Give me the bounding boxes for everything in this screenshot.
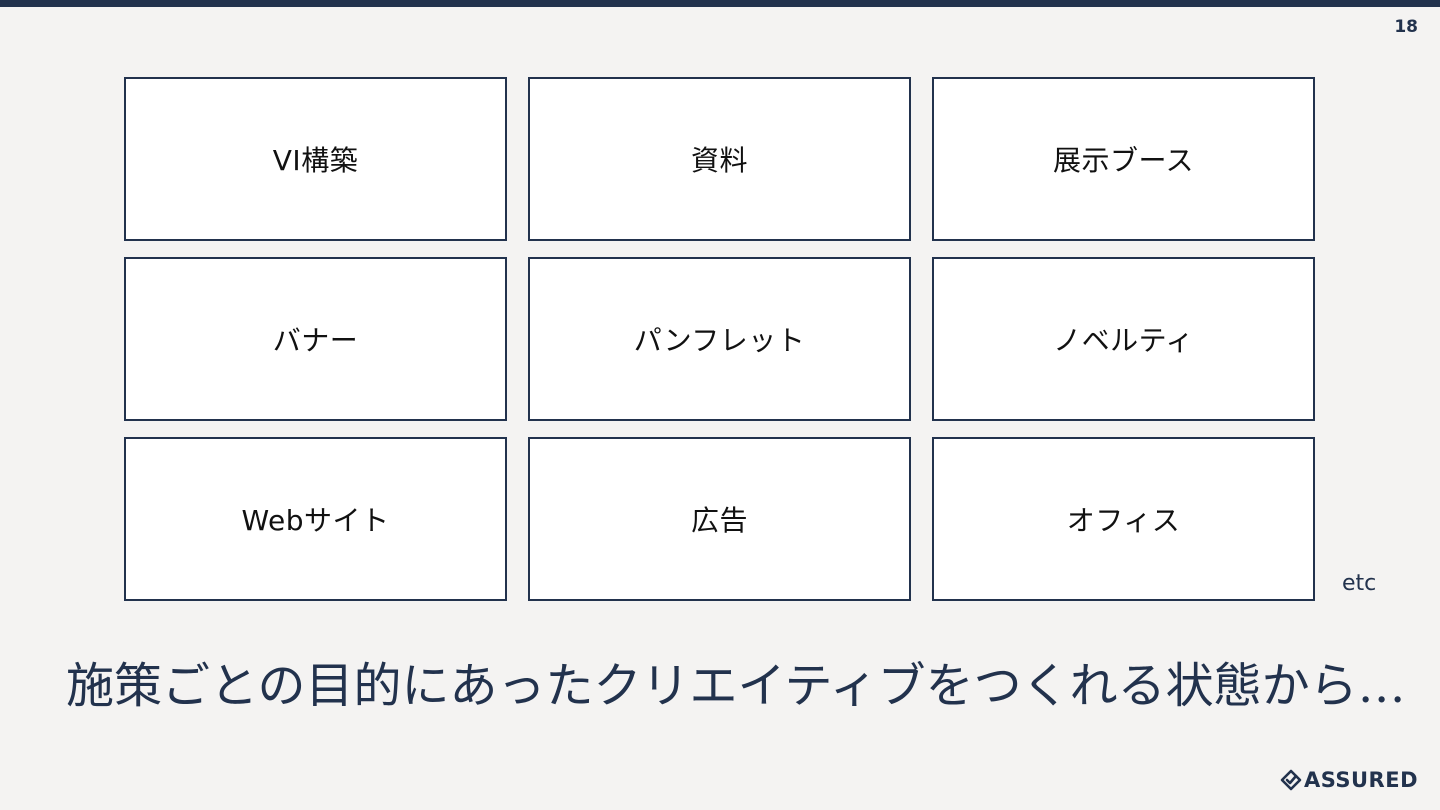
page-number: 18 [1394, 17, 1418, 37]
card-label: VI構築 [272, 144, 359, 177]
check-diamond-icon [1280, 769, 1302, 791]
card-label: バナー [272, 324, 359, 357]
card-office: オフィス [932, 437, 1315, 601]
card-label: Webサイト [241, 504, 390, 537]
card-materials: 資料 [528, 77, 911, 241]
creative-types-grid: VI構築 資料 展示ブース バナー パンフレット ノベルティ Webサイト 広告… [124, 77, 1315, 601]
card-label: ノベルティ [1053, 324, 1194, 357]
card-website: Webサイト [124, 437, 507, 601]
card-exhibition-booth: 展示ブース [932, 77, 1315, 241]
card-banner: バナー [124, 257, 507, 421]
card-vi: VI構築 [124, 77, 507, 241]
card-label: パンフレット [633, 324, 806, 357]
logo-wordmark: ASSURED [1303, 768, 1418, 792]
card-advertising: 広告 [528, 437, 911, 601]
card-label: 展示ブース [1052, 144, 1195, 177]
card-label: 資料 [690, 144, 748, 177]
headline: 施策ごとの目的にあったクリエイティブをつくれる状態から… [66, 658, 1406, 714]
card-label: オフィス [1066, 504, 1181, 537]
brand-logo: ASSURED [1280, 768, 1418, 792]
etc-note: etc [1342, 571, 1377, 596]
card-novelty: ノベルティ [932, 257, 1315, 421]
card-label: 広告 [690, 504, 748, 537]
top-accent-bar [0, 0, 1440, 7]
card-pamphlet: パンフレット [528, 257, 911, 421]
